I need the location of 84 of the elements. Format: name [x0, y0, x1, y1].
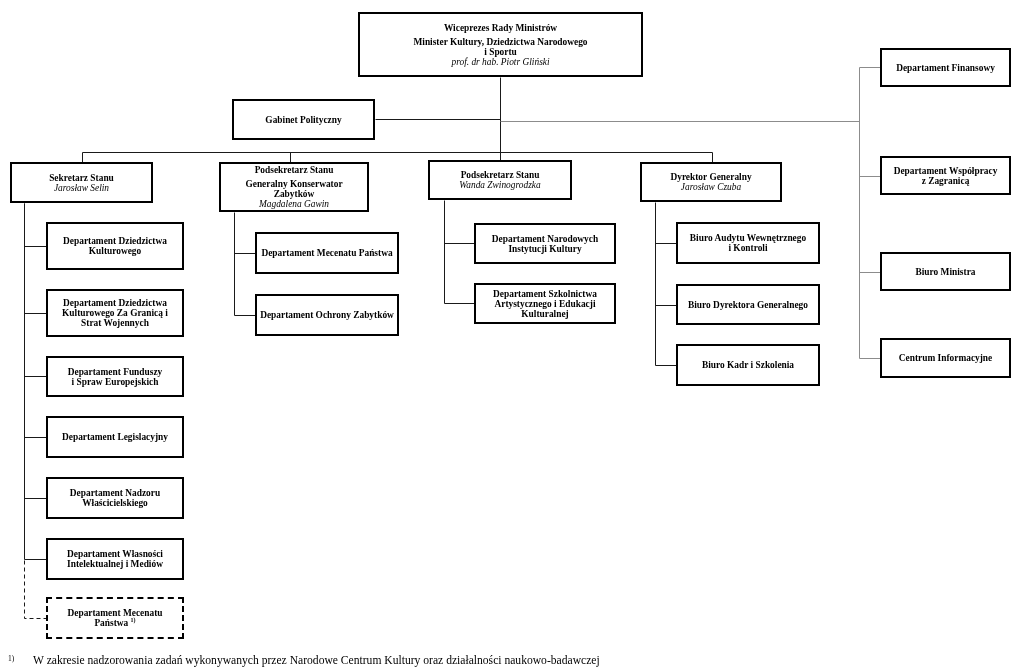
unit-title: Departament Funduszy i Spraw Europejskich: [67, 366, 163, 387]
official-name: Wanda Zwinogrodzka: [459, 180, 541, 190]
connector-line: [500, 152, 501, 161]
org-unit-box: [880, 156, 1011, 195]
unit-title: Departament Szkolnictwa Artystycznego i Edukacji Kulturalnej: [492, 288, 598, 319]
connector-line: [444, 200, 445, 304]
org-unit-box: [232, 99, 375, 140]
connector-line: [24, 437, 47, 438]
connector-line: [859, 67, 860, 359]
org-unit-box: [474, 283, 616, 324]
connector-line: [655, 202, 656, 366]
org-unit-box: [428, 160, 572, 200]
unit-title: Departament Narodowych Instytucji Kultury: [490, 233, 600, 254]
org-unit-box: [10, 162, 153, 203]
unit-title: Departament Własności Intelektualnej i Mediów: [66, 549, 164, 569]
org-unit-box: [880, 48, 1011, 87]
unit-title: Departament Mecenatu Państwa $^{1)}$: [66, 608, 164, 628]
unit-title: Sekretarz Stanu: [49, 172, 114, 183]
unit-title: Departament Dziedzictwa Kulturowego: [62, 236, 168, 256]
unit-title: Departament Nadzoru Właścicielskiego: [68, 488, 162, 508]
unit-title: Biuro Kadr i Szkolenia: [701, 360, 795, 370]
connector-line: [290, 152, 291, 163]
connector-line: [82, 152, 83, 163]
unit-title: Gabinet Polityczny: [265, 114, 342, 125]
unit-title: Biuro Dyrektora Generalnego: [688, 299, 808, 310]
connector-line: [655, 365, 677, 366]
connector-line: [500, 121, 860, 122]
connector-line: [234, 212, 235, 316]
org-unit-box: [676, 222, 820, 264]
unit-title: Departament Mecenatu Państwa: [261, 248, 393, 258]
official-name: Jarosław Selin: [53, 182, 110, 193]
connector-line: [859, 358, 881, 359]
org-unit-box: [880, 252, 1011, 291]
connector-line: [444, 243, 475, 244]
org-unit-box: [358, 12, 643, 77]
unit-title: Biuro Ministra: [915, 266, 976, 277]
unit-title: Departament Dziedzictwa Kulturowego Za Granicą i Strat Wojennych: [61, 298, 169, 328]
footnote-text: W zakresie nadzorowania zadań wykonywanych przez Narodowe Centrum Kultury oraz działalności naukowo-badawczej: [33, 654, 600, 667]
connector-line: [655, 305, 677, 306]
connector-line: [444, 303, 475, 304]
org-unit-box: [46, 356, 184, 397]
unit-title: Wiceprezes Rady Ministrów: [443, 22, 558, 33]
org-unit-box: [880, 338, 1011, 378]
connector-line: [655, 243, 677, 244]
connector-line: [24, 313, 47, 314]
connector-line: [859, 272, 881, 273]
connector-line: [500, 77, 501, 153]
connector-line: [234, 315, 256, 316]
connector-line: [375, 119, 501, 120]
org-unit-box: [219, 162, 369, 212]
connector-line: [712, 152, 713, 163]
org-unit-box: [46, 289, 184, 337]
org-unit-box: [676, 284, 820, 325]
connector-line: [24, 376, 47, 377]
connector-line: [859, 176, 881, 177]
connector-line: [859, 67, 881, 68]
official-name: prof. dr hab. Piotr Gliński: [451, 56, 550, 67]
unit-title: Dyrektor Generalny: [670, 172, 752, 182]
unit-title: Podsekretarz Stanu: [460, 170, 540, 180]
connector-line: [24, 246, 47, 247]
unit-title: Biuro Audytu Wewnętrznego i Kontroli: [689, 233, 807, 253]
unit-title: Centrum Informacyjne: [898, 353, 993, 363]
connector-line: [234, 253, 256, 254]
org-unit-box: [255, 232, 399, 274]
connector-line: [24, 559, 47, 560]
org-unit-box: [46, 416, 184, 458]
connector-line: [82, 152, 713, 153]
org-unit-box: [474, 223, 616, 264]
connector-line: [24, 498, 47, 499]
official-name: Jarosław Czuba: [680, 182, 742, 192]
unit-title: Departament Ochrony Zabytków: [260, 310, 394, 320]
org-unit-box: [640, 162, 782, 202]
official-name: Magdalena Gawin: [258, 199, 330, 209]
org-unit-box: [46, 477, 184, 519]
org-unit-box: [676, 344, 820, 386]
org-unit-box: [46, 597, 184, 639]
unit-title: Departament Legislacyjny: [62, 432, 168, 442]
unit-title: Departament Finansowy: [896, 62, 995, 73]
unit-title: Departament Współpracy z Zagranicą: [893, 165, 998, 186]
unit-title: Podsekretarz Stanu: [254, 165, 334, 175]
org-unit-box: [46, 222, 184, 270]
org-unit-box: [46, 538, 184, 580]
unit-title: Generalny Konserwator Zabytków: [244, 179, 344, 199]
org-unit-box: [255, 294, 399, 336]
